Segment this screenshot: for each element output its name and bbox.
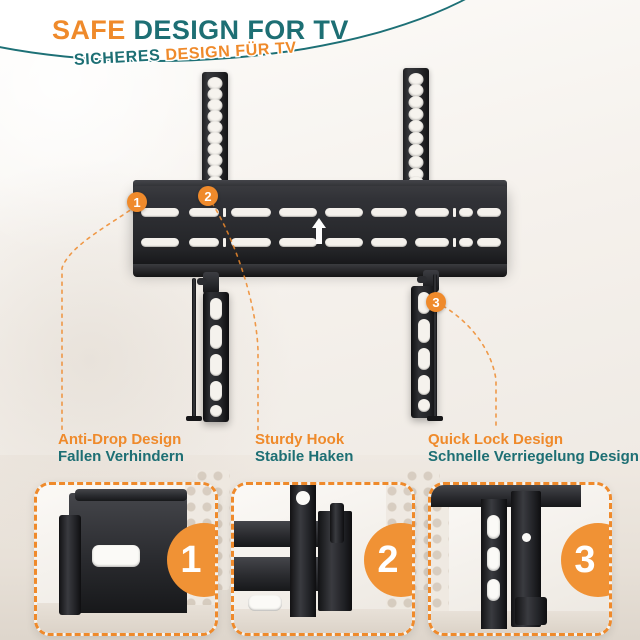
- panel-1-slot: [92, 545, 140, 567]
- title-en-main: DESIGN FOR TV: [133, 15, 349, 45]
- panel-3-arm-slot-1: [487, 515, 500, 539]
- feature-label-2: Sturdy Hook Stabile Haken: [255, 431, 354, 466]
- feature-1-english: Anti-Drop Design: [58, 431, 182, 448]
- panel-3-arm-slot-3: [487, 579, 500, 601]
- feature-2-english: Sturdy Hook: [255, 431, 345, 448]
- up-arrow-icon: [312, 218, 326, 244]
- panel-1-hook-top-edge: [75, 489, 187, 501]
- hanging-arm-right: [411, 286, 437, 418]
- panel-3-pivot-bolt: [522, 533, 531, 542]
- hanging-arm-left: [203, 292, 229, 422]
- panel-2-arm-hole: [296, 491, 310, 505]
- wall-plate-bottom-lip: [133, 264, 507, 277]
- panel-2-floor: [234, 609, 412, 633]
- feature-1-german: Fallen Verhindern: [58, 447, 184, 465]
- product-image-tv-mount: [133, 68, 507, 422]
- callout-badge-1[interactable]: 1: [127, 192, 147, 212]
- detail-panel-2[interactable]: 2: [231, 482, 415, 636]
- detail-panel-3[interactable]: 3: [428, 482, 612, 636]
- callout-badge-2[interactable]: 2: [198, 186, 218, 206]
- panel-3-lever-foot: [515, 597, 547, 625]
- support-rod-right: [433, 274, 437, 418]
- feature-3-english: Quick Lock Design: [428, 431, 564, 448]
- feature-2-german: Stabile Haken: [255, 447, 354, 465]
- detail-panel-1[interactable]: 1: [34, 482, 218, 636]
- knob-left: [197, 278, 207, 285]
- knob-right: [417, 276, 427, 283]
- support-rod-left: [192, 278, 196, 418]
- page-title-english: SAFE DESIGN FOR TV: [52, 15, 349, 46]
- wall-plate-top-lip: [133, 180, 507, 190]
- panel-2-vertical-arm: [290, 485, 316, 617]
- panel-2-hook-tip: [330, 503, 344, 543]
- panel-2-rail-slot: [248, 595, 282, 611]
- panel-3-curtain: [431, 485, 449, 611]
- feature-label-3: Quick Lock Design Schnelle Verriegelung …: [428, 431, 639, 466]
- feature-label-1: Anti-Drop Design Fallen Verhindern: [58, 431, 184, 466]
- callout-badge-3[interactable]: 3: [426, 292, 446, 312]
- panel-3-top-plate: [431, 485, 581, 507]
- vertical-rail-right: [403, 68, 429, 190]
- support-rod-foot-right: [427, 416, 443, 421]
- title-en-accent: SAFE: [52, 15, 134, 45]
- feature-3-german: Schnelle Verriegelung Design: [428, 447, 639, 465]
- panel-1-hook-lip: [59, 515, 81, 615]
- support-rod-foot-left: [186, 416, 202, 421]
- panel-3-arm-slot-2: [487, 547, 500, 571]
- vertical-rail-left: [202, 72, 228, 190]
